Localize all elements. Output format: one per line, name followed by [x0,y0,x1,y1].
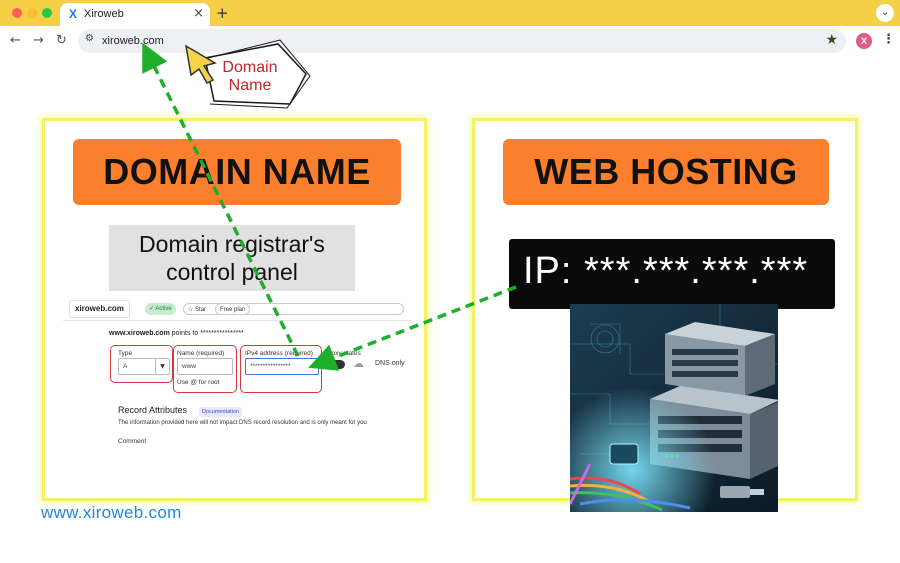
callout-label: Domain Name [222,59,278,94]
comment-label: Comment [118,438,147,445]
back-icon[interactable]: ← [10,33,21,48]
proxy-toggle[interactable] [329,360,345,369]
type-value: A [123,363,128,370]
domain-name-panel: DOMAIN NAME Domain registrar's control p… [42,118,427,501]
window-close-button[interactable] [12,8,22,18]
cloud-icon: ☁ [353,357,364,370]
kebab-menu-icon[interactable]: ⋮ [882,32,895,47]
registrar-subheading: Domain registrar's control panel [109,225,355,291]
network-cables [570,463,691,512]
window-minimize-button[interactable] [27,8,37,18]
type-label: Type [118,350,133,357]
website-link[interactable]: www.xiroweb.com [41,503,182,522]
chevron-down-icon[interactable]: ⌄ [876,4,894,22]
chevron-down-icon[interactable]: ▼ [155,359,169,374]
type-select[interactable]: A [118,358,170,375]
name-value: www [182,363,197,370]
registrar-control-panel: xiroweb.com ✓ Active ☆ Star Free plan ww… [63,297,412,459]
active-badge: ✓ Active [145,303,176,315]
web-hosting-panel: WEB HOSTING IP: ***.***.***.*** [472,118,858,512]
site-info-icon[interactable]: ⚙ [85,33,94,44]
record-attributes-title: Record Attributes [118,405,188,415]
new-tab-button[interactable]: + [216,4,229,22]
cp-domain-chip[interactable]: xiroweb.com [69,300,130,318]
cp-header: xiroweb.com ✓ Active ☆ Star Free plan [63,297,412,321]
ipv4-label: IPv4 address (required) [245,350,313,357]
window-zoom-button[interactable] [42,8,52,18]
name-label: Name (required) [177,350,225,357]
ipv4-value: **************** [250,363,291,370]
profile-avatar[interactable]: X [856,33,872,49]
address-bar[interactable]: ⚙ xiroweb.com ★ [78,29,846,53]
usb-connector-icon [720,486,764,498]
tab-title: Xiroweb [84,8,124,20]
glowing-chip [609,443,639,465]
type-highlight-ring [110,345,173,383]
ipv4-input[interactable]: **************** [245,358,319,375]
ip-address-bar: IP: ***.***.***.*** [509,239,835,309]
reload-icon[interactable]: ↻ [56,33,67,48]
forward-icon[interactable]: → [33,33,44,48]
points-to-value: **************** [200,330,244,337]
xiroweb-favicon-icon: X [68,7,77,21]
documentation-link[interactable]: Documentation [199,407,242,417]
close-icon[interactable]: × [193,6,204,21]
points-to-text: points to [171,330,199,337]
points-to-domain: www.xiroweb.com [109,330,170,337]
star-icon[interactable]: ★ [825,32,838,48]
proxy-status-label: Proxy status [325,350,361,357]
server-hardware-image [570,304,778,512]
domain-name-heading: DOMAIN NAME [73,139,401,205]
name-input[interactable]: www [177,358,233,375]
browser-titlebar: X Xiroweb × + ⌄ [0,0,900,26]
points-to-line: www.xiroweb.com points to **************… [109,330,244,337]
plan-badge: Free plan [215,303,251,315]
dns-only-label: DNS only [375,360,405,367]
record-info-text: The information provided here will not i… [118,420,367,426]
name-hint: Use @ for root [177,379,220,386]
browser-tab[interactable]: X Xiroweb × [60,3,210,26]
web-hosting-heading: WEB HOSTING [503,139,829,205]
